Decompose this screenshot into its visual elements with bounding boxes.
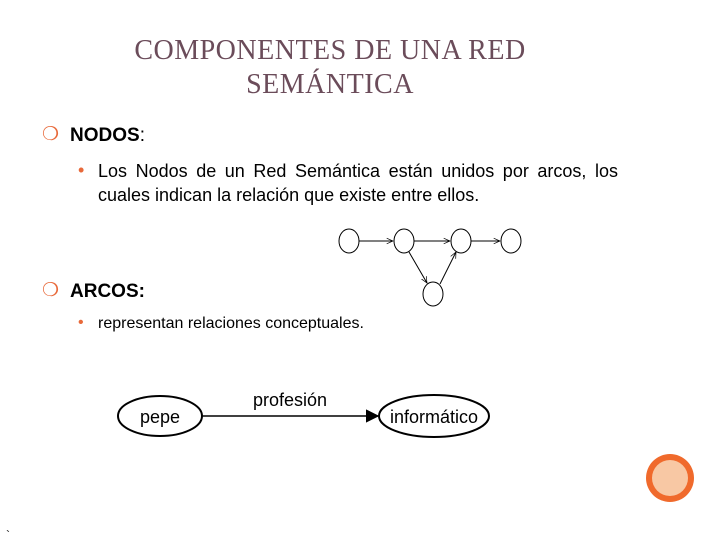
nodos-label: NODOS xyxy=(70,125,140,146)
target-node xyxy=(378,394,490,438)
diagram-node xyxy=(500,228,522,254)
nodos-colon: : xyxy=(139,125,145,146)
network-diagram xyxy=(338,228,522,307)
slide-title: COMPONENTES DE UNA RED SEMÁNTICA xyxy=(90,34,570,102)
decorative-circle-inner xyxy=(652,460,688,496)
arcos-description: representan relaciones conceptuales. xyxy=(98,315,364,332)
bullet-marker-icon: ❍ xyxy=(42,280,60,301)
diagram-node xyxy=(422,281,444,307)
bullet-marker-icon: ❍ xyxy=(42,124,60,145)
diagram-node xyxy=(338,228,360,254)
diagram-node xyxy=(393,228,415,254)
diagram-node xyxy=(450,228,472,254)
slide-title-line2: SEMÁNTICA xyxy=(246,69,414,100)
arcos-label: ARCOS: xyxy=(70,281,145,302)
target-node-label: informático xyxy=(390,407,478,427)
nodos-description: Los Nodos de un Red Semántica están unid… xyxy=(98,161,618,205)
diagram-arc xyxy=(408,251,427,283)
corner-mark: ` xyxy=(6,528,10,542)
diagram-arc xyxy=(439,252,457,285)
source-node-label: pepe xyxy=(140,407,180,427)
relation-label: profesión xyxy=(253,390,327,410)
sub-bullet-dot-icon: • xyxy=(78,160,85,180)
sub-bullet-dot-icon: • xyxy=(78,314,84,331)
example-diagram: pepe profesión informático xyxy=(117,390,490,438)
slide-title-line1: COMPONENTES DE UNA RED xyxy=(134,35,526,66)
